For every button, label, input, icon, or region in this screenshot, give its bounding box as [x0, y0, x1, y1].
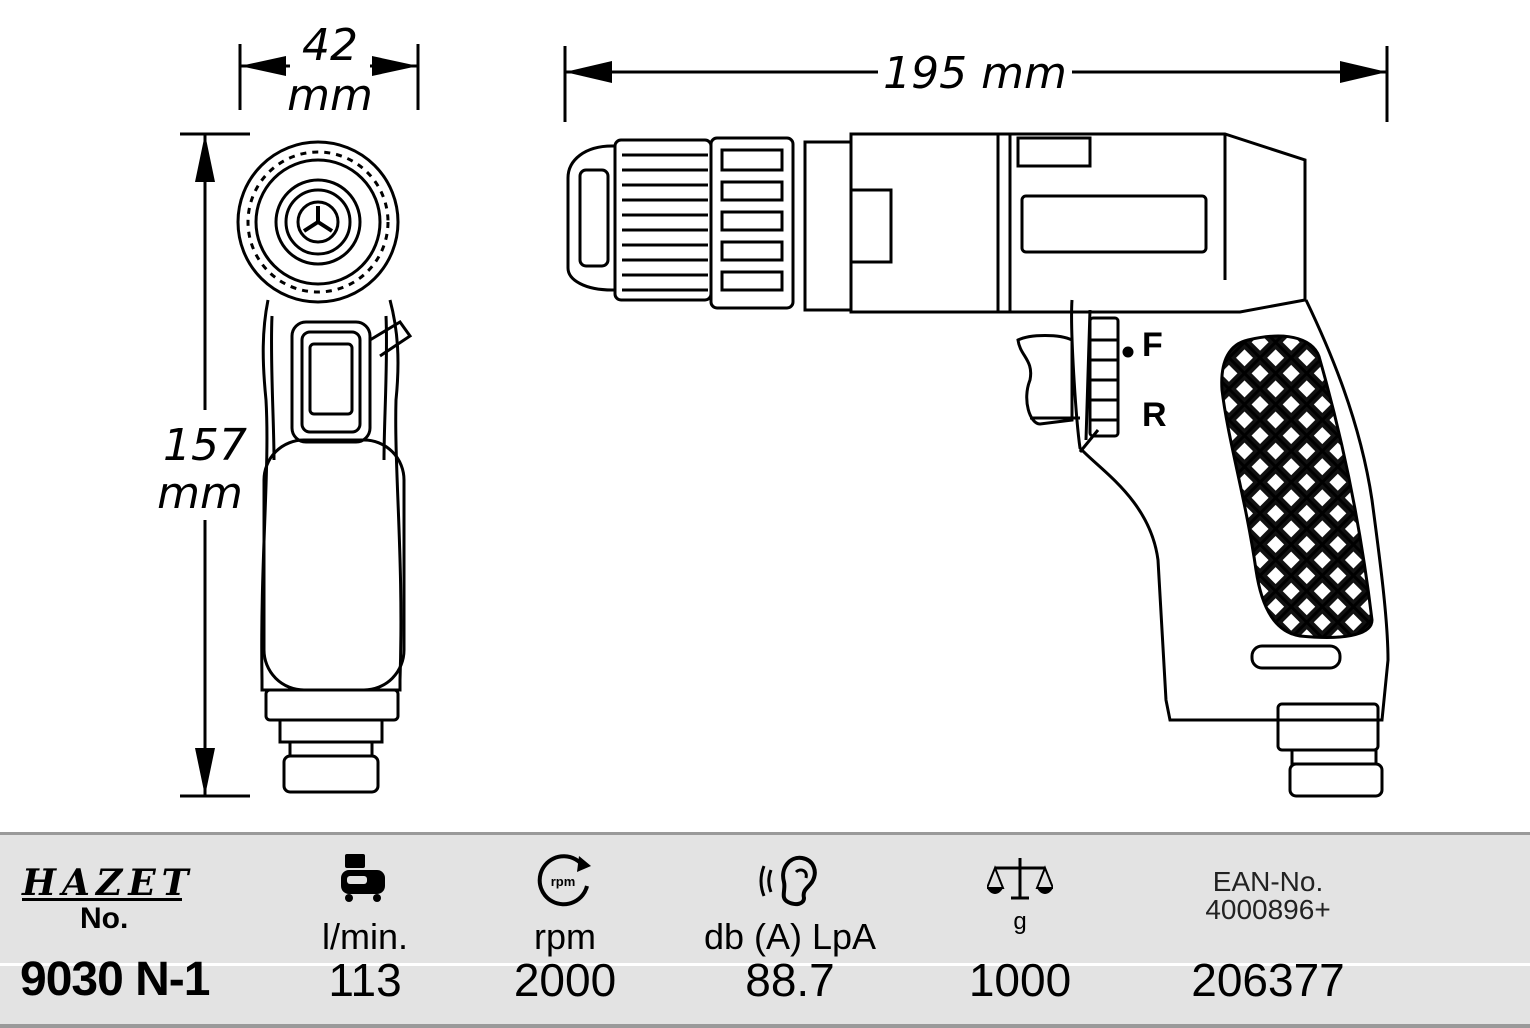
forward-mark: F	[1142, 326, 1163, 364]
article-number: 9030 N-1	[20, 953, 210, 1006]
reverse-mark: R	[1142, 396, 1167, 434]
compressor-icon	[341, 854, 385, 902]
length-dimension: 195 mm	[563, 46, 1389, 122]
rpm-header: rpm rpm	[485, 832, 645, 960]
length-value: 195 mm	[883, 48, 1067, 99]
noise-header: db (A) LpA	[680, 832, 900, 960]
ean-label-line2: 4000896+	[1205, 894, 1331, 925]
rpm-icon: rpm	[537, 854, 591, 907]
noise-label: db (A) LpA	[703, 916, 877, 957]
rpm-label: rpm	[534, 916, 596, 957]
brand-logo: HAZET	[22, 862, 195, 904]
air-consumption-value: 113	[328, 954, 402, 1006]
height-dimension: 157 mm	[157, 132, 250, 798]
technical-drawing: 42 mm 157 mm 195 mm	[157, 20, 1390, 798]
side-view	[566, 132, 1390, 798]
rpm-icon-text: rpm	[551, 874, 576, 889]
weight-header: g	[940, 832, 1100, 960]
scale-icon	[987, 858, 1053, 900]
height-unit: mm	[157, 468, 243, 519]
noise-value: 88.7	[745, 954, 835, 1006]
front-view	[236, 140, 413, 794]
ean-label-line1: EAN-No.	[1212, 866, 1324, 897]
ear-sound-icon	[759, 855, 817, 907]
table-divider	[0, 963, 1530, 966]
weight-value: 1000	[968, 954, 1072, 1006]
no-label: No.	[80, 902, 129, 935]
width-unit: mm	[287, 70, 373, 121]
brand-underline	[22, 898, 182, 901]
air-consumption-label: l/min.	[321, 916, 408, 957]
spec-table	[0, 832, 1530, 1028]
height-value: 157	[163, 420, 247, 471]
ean-value: 206377	[1191, 954, 1345, 1006]
rpm-value: 2000	[513, 954, 617, 1006]
width-value: 42	[302, 20, 358, 71]
weight-label: g	[1013, 908, 1027, 935]
table-bottom-border	[0, 1024, 1530, 1028]
air-consumption-header: l/min.	[285, 832, 445, 960]
ean-label: EAN-No. 4000896+	[1138, 868, 1398, 924]
width-dimension: 42 mm	[238, 20, 420, 121]
